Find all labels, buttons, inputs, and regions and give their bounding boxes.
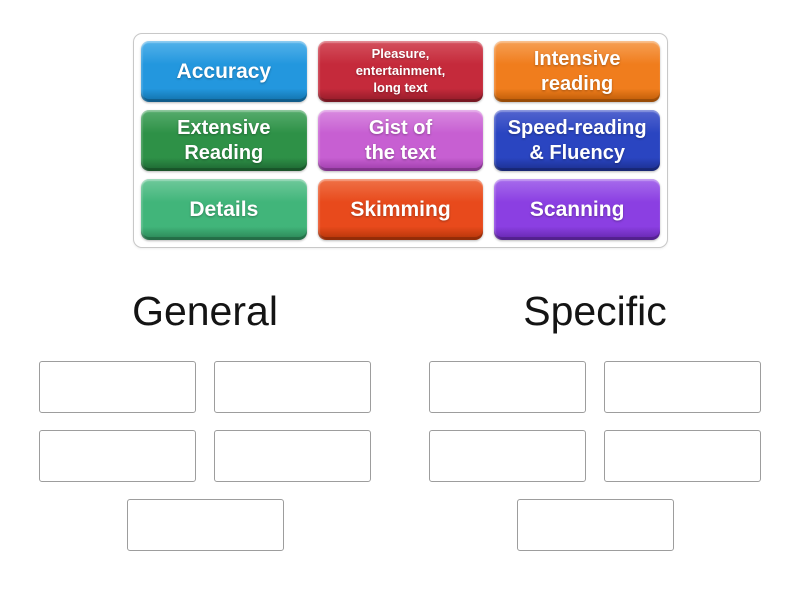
drop-slot-general-4[interactable] (214, 430, 371, 483)
drop-slot-specific-4[interactable] (604, 430, 761, 483)
drop-slot-general-2[interactable] (214, 361, 371, 414)
group-title-general: General (132, 288, 278, 334)
tile-tray: Accuracy Pleasure, entertainment, long t… (133, 33, 668, 248)
tile-label: Scanning (529, 197, 625, 221)
group-specific-slots (429, 361, 761, 552)
tile-label: Skimming (350, 197, 451, 221)
tile-gist-of-the-text[interactable]: Gist of the text (317, 110, 484, 171)
tile-label: Speed-reading & Fluency (507, 117, 647, 164)
tile-skimming[interactable]: Skimming (317, 179, 484, 240)
tile-details[interactable]: Details (141, 179, 307, 240)
tile-accuracy[interactable]: Accuracy (141, 41, 307, 102)
tile-pleasure-entertainment-long-text[interactable]: Pleasure, entertainment, long text (317, 41, 484, 102)
tile-label: Gist of the text (364, 117, 437, 164)
group-title-specific: Specific (523, 288, 667, 334)
tile-label: Extensive Reading (177, 117, 271, 164)
tile-label: Intensive reading (533, 48, 621, 95)
tile-intensive-reading[interactable]: Intensive reading (494, 41, 660, 102)
tile-scanning[interactable]: Scanning (494, 179, 660, 240)
group-general: General (39, 288, 371, 552)
tile-label: Details (189, 197, 259, 221)
drop-slot-specific-2[interactable] (604, 361, 761, 414)
drop-slot-specific-5[interactable] (516, 499, 674, 552)
group-general-slots (39, 361, 371, 552)
tile-label: Pleasure, entertainment, long text (355, 46, 446, 95)
group-specific: Specific (429, 288, 761, 552)
tile-extensive-reading[interactable]: Extensive Reading (141, 110, 307, 171)
drop-slot-general-3[interactable] (39, 430, 196, 483)
drop-slot-general-1[interactable] (39, 361, 196, 414)
drop-slot-general-5[interactable] (126, 499, 284, 552)
drop-slot-specific-1[interactable] (429, 361, 586, 414)
tile-label: Accuracy (176, 59, 272, 83)
tile-speed-reading-fluency[interactable]: Speed-reading & Fluency (494, 110, 660, 171)
drop-slot-specific-3[interactable] (429, 430, 586, 483)
